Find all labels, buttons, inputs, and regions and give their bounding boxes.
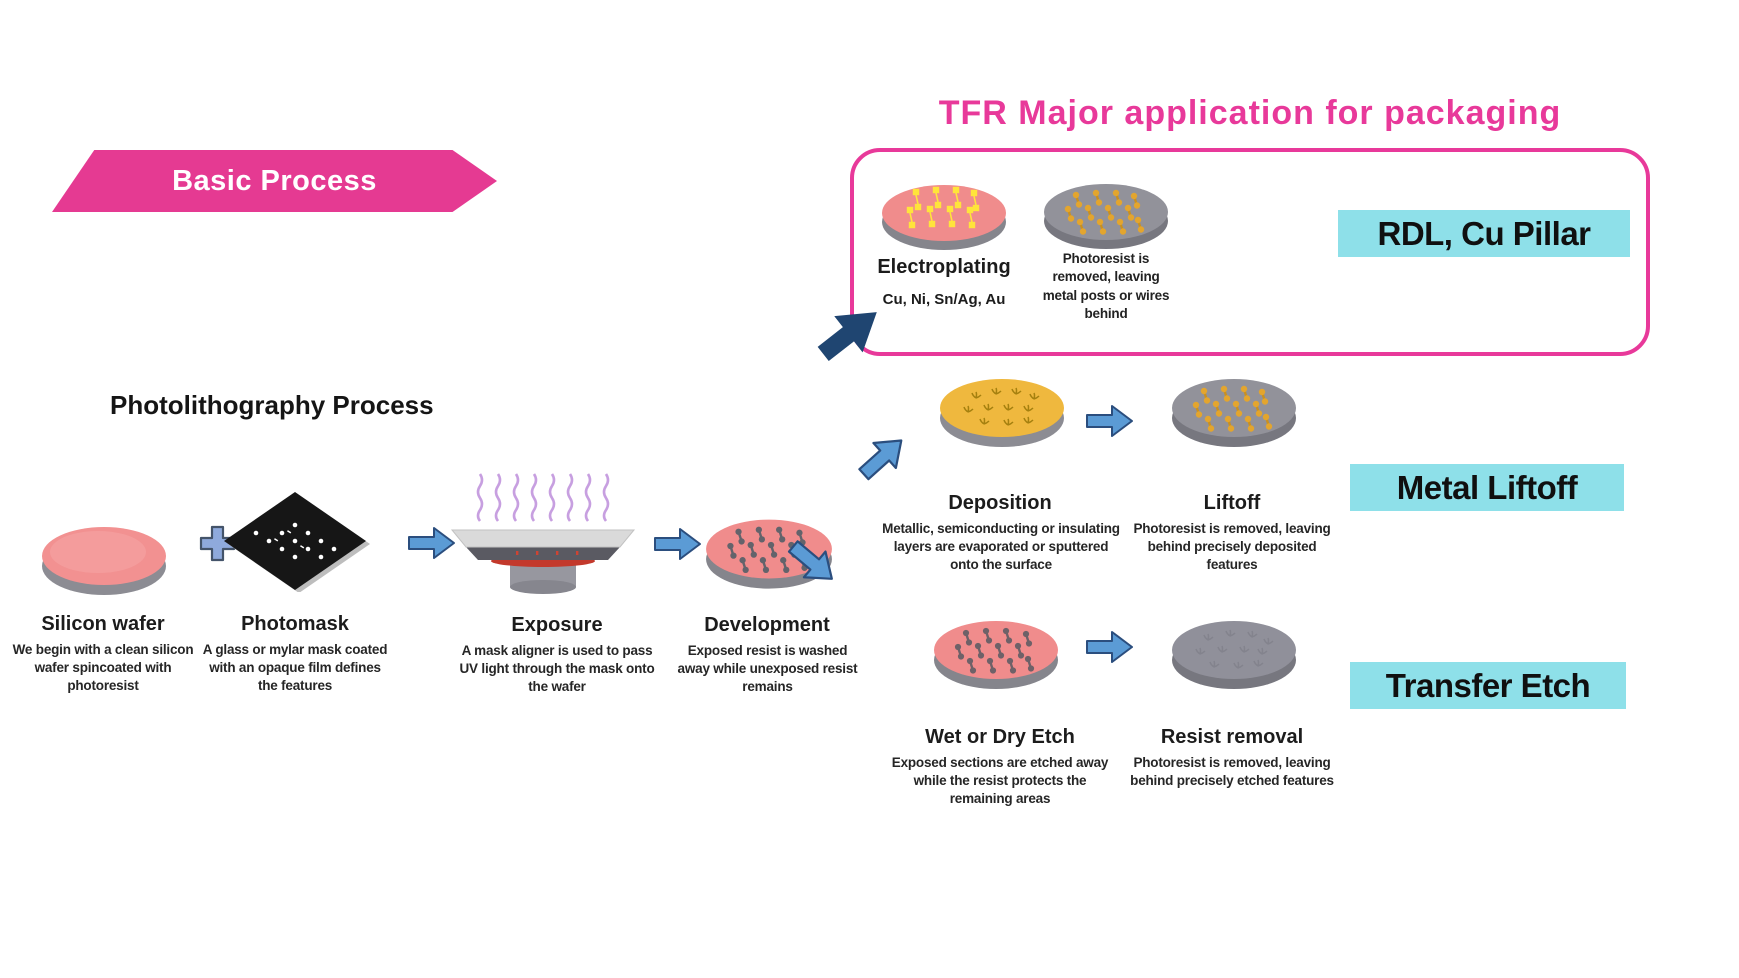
step-description-wet-or-dry-etch: Exposed sections are etched away while t… <box>891 755 1109 806</box>
wet-dry-etch-wafer-illustration <box>934 621 1058 689</box>
step-name-liftoff: Liftoff <box>1203 492 1261 514</box>
resist-removal-wafer-illustration <box>1172 621 1296 689</box>
exposure-machine-illustration <box>450 473 636 594</box>
step-description-liftoff: Photoresist is removed, leaving behind p… <box>1133 521 1331 572</box>
transfer-etch-tag: Transfer Etch <box>1350 662 1626 709</box>
step-name-exposure: Exposure <box>511 614 603 636</box>
page-title: TFR Major application for packaging <box>938 94 1562 132</box>
electroplating-wafer-illustration <box>882 185 1006 250</box>
arrow-right-icon <box>408 527 455 559</box>
rdl-cu-pillar-tag: RDL, Cu Pillar <box>1338 210 1630 257</box>
arrow-right-icon <box>654 528 701 560</box>
photoresist-removed-wafer-illustration <box>1044 184 1168 249</box>
step-description-development: Exposed resist is washed away while unex… <box>677 643 858 694</box>
step-description-photomask: A glass or mylar mask coated with an opa… <box>202 642 388 693</box>
step-name-wet-or-dry-etch: Wet or Dry Etch <box>925 726 1075 748</box>
step-description-resist-removal: Photoresist is removed, leaving behind p… <box>1130 755 1334 788</box>
arrow-down-right-icon <box>787 540 833 580</box>
arrow-right-icon <box>1086 405 1133 437</box>
metal-liftoff-tag: Metal Liftoff <box>1350 464 1624 511</box>
step-name-development: Development <box>704 614 830 636</box>
arrow-right-icon <box>1086 631 1133 663</box>
photolithography-heading: Photolithography Process <box>110 390 434 420</box>
step-description-deposition: Metallic, semiconducting or insulating l… <box>882 521 1120 572</box>
arrow-up-right-icon <box>858 439 903 481</box>
electroplating-materials: Cu, Ni, Sn/Ag, Au <box>882 291 1006 308</box>
step-description-exposure: A mask aligner is used to pass UV light … <box>459 643 655 694</box>
liftoff-wafer-illustration <box>1172 379 1296 447</box>
basic-process-label: Basic Process <box>172 164 377 197</box>
navy-up-right-arrow-icon <box>817 312 877 362</box>
basic-process-banner: Basic Process <box>52 150 497 212</box>
step-description-silicon-wafer: We begin with a clean silicon wafer spin… <box>12 642 194 693</box>
step-name-deposition: Deposition <box>948 492 1052 514</box>
step-name-silicon-wafer: Silicon wafer <box>41 613 165 635</box>
plus-icon <box>199 525 236 562</box>
deposition-wafer-illustration <box>940 379 1064 447</box>
step-name-resist-removal: Resist removal <box>1160 726 1304 748</box>
photomask-illustration <box>224 492 370 592</box>
photoresist-removed-caption: Photoresist is removed, leaving metal po… <box>1042 251 1170 322</box>
step-name-photomask: Photomask <box>241 613 349 635</box>
electroplating-label: Electroplating <box>877 256 1011 278</box>
silicon-wafer-illustration <box>42 527 166 595</box>
